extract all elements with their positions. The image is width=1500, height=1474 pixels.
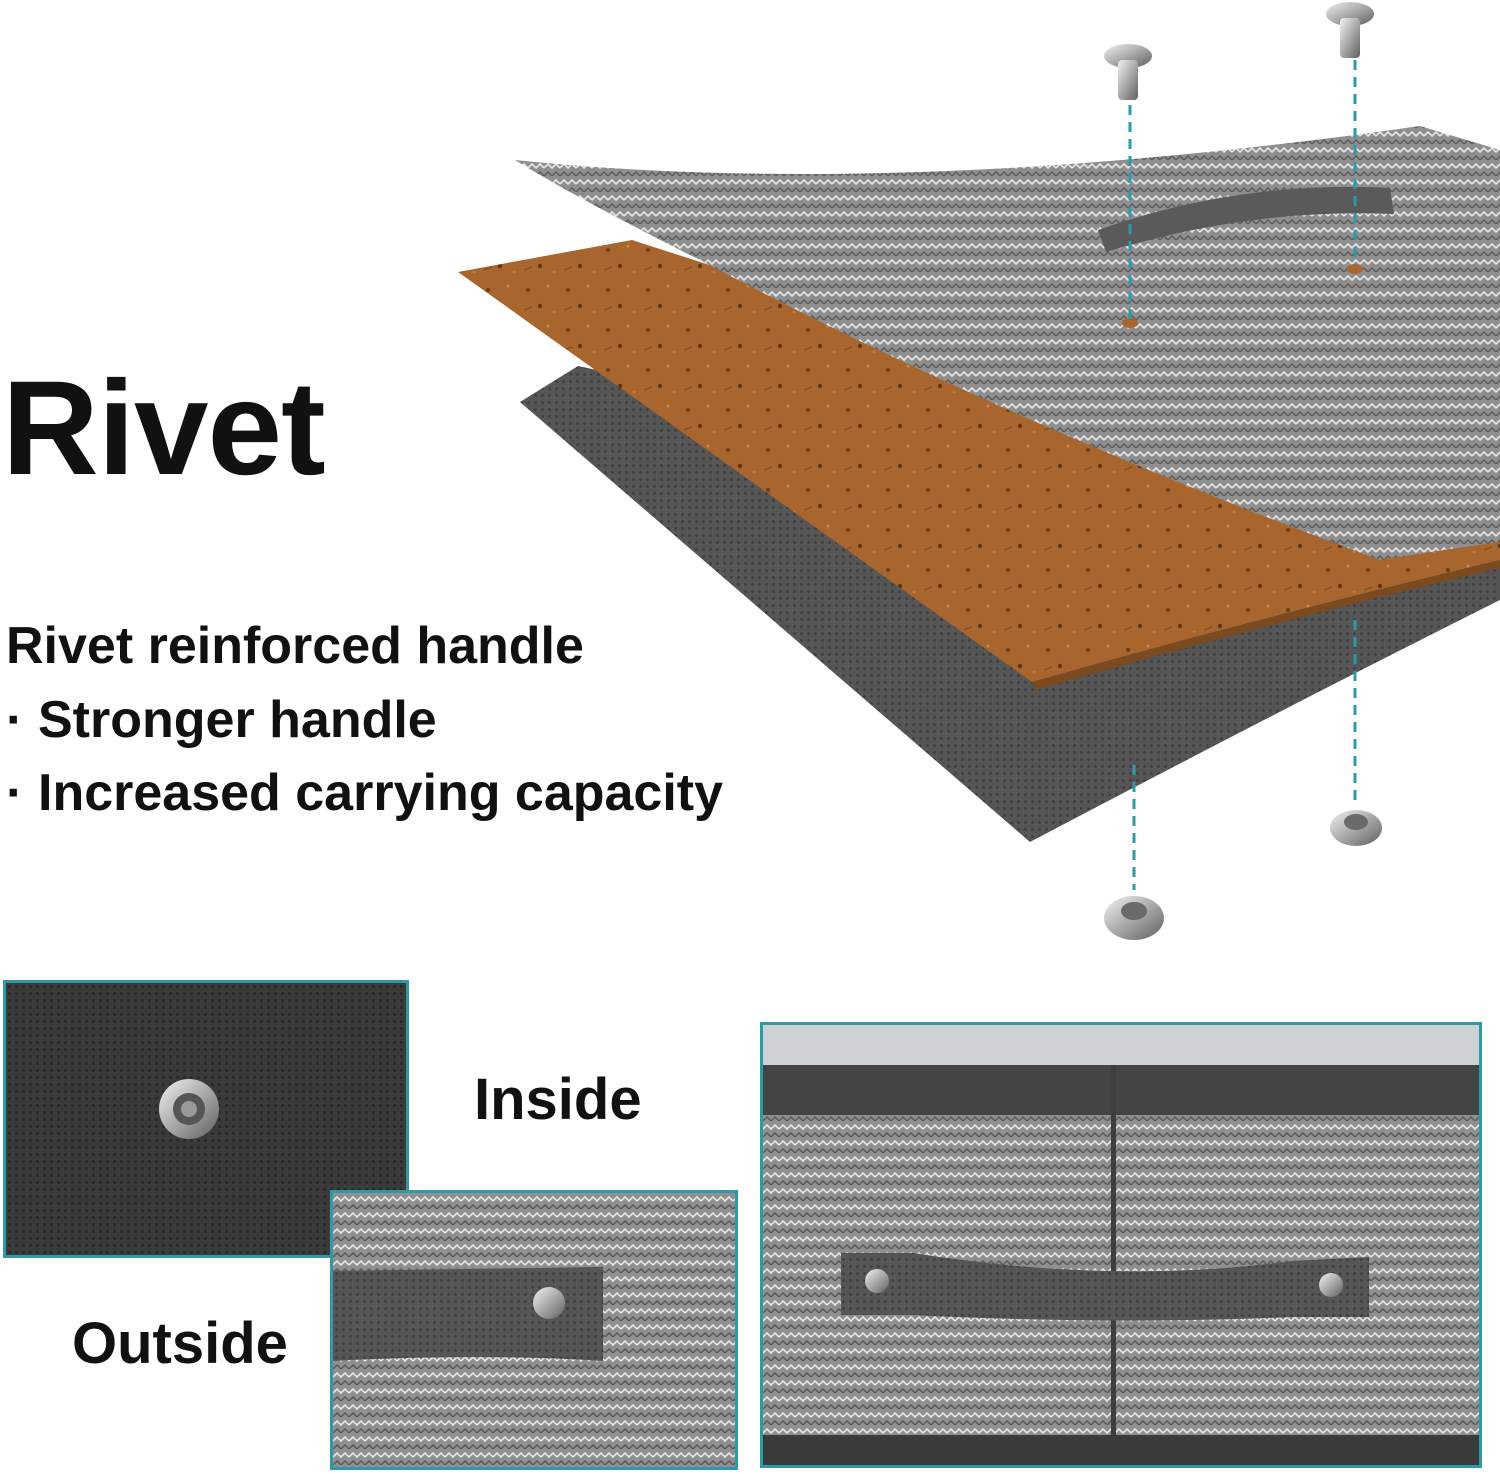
rivet-icon <box>865 1269 889 1293</box>
inside-label: Inside <box>474 1067 642 1132</box>
headline: Rivet <box>2 354 326 503</box>
rivet-hole <box>1122 318 1138 328</box>
rivet-hole <box>1347 264 1363 274</box>
bullet-text: Stronger handle <box>38 691 437 749</box>
rivet-icon <box>1319 1273 1343 1297</box>
rivet-icon <box>533 1287 565 1319</box>
rivet-cap <box>1330 810 1382 846</box>
subtitle: Rivet reinforced handle <box>6 617 584 675</box>
feature-bullet: ·Stronger handle <box>6 689 437 751</box>
rivet-pin <box>1326 2 1374 58</box>
handle-strap <box>333 1267 603 1361</box>
rivet-cap <box>1104 896 1164 940</box>
outside-closeup-photo <box>330 1190 738 1470</box>
guide-line <box>1128 60 1357 890</box>
bullet-text: Increased carrying capacity <box>38 764 724 822</box>
outside-label: Outside <box>72 1311 288 1376</box>
bullet-marker: · <box>6 691 24 749</box>
rivet-pin <box>1104 44 1152 100</box>
cardboard-layer <box>458 240 1500 682</box>
bullet-marker: · <box>6 764 24 822</box>
feature-bullet: ·Increased carrying capacity <box>6 762 723 824</box>
handle-strap <box>841 1253 1369 1321</box>
herringbone-fabric-layer <box>515 126 1500 560</box>
storage-box-photo <box>760 1022 1482 1468</box>
handle-strap <box>1098 186 1394 252</box>
